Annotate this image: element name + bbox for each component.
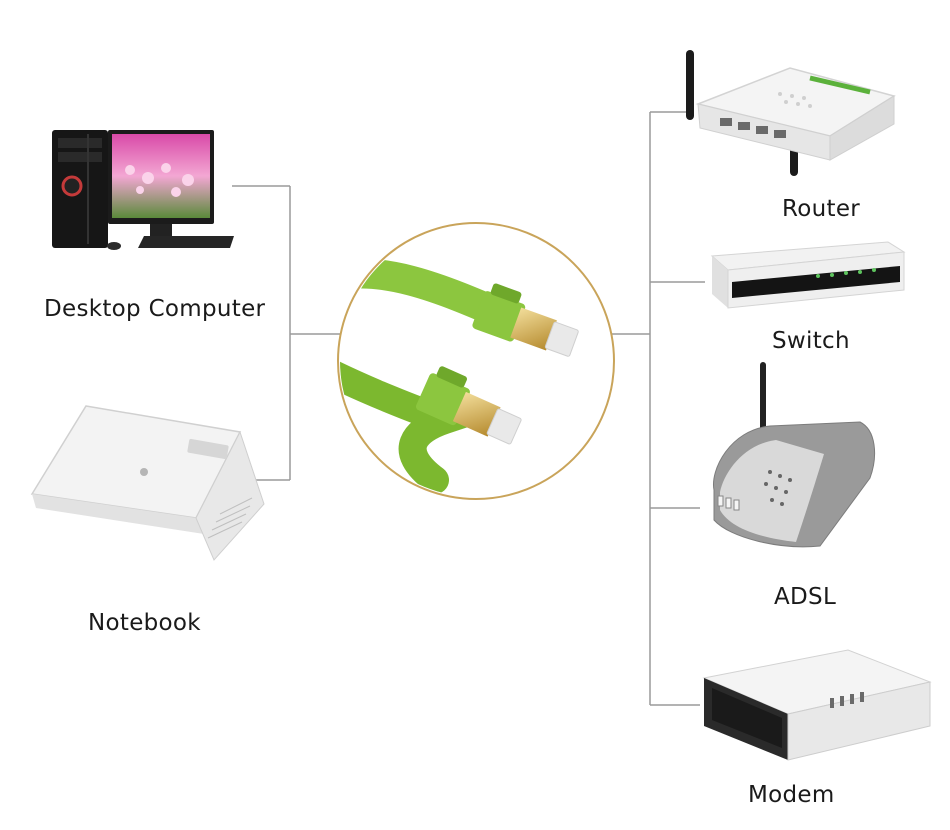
modem-label: Modem bbox=[748, 782, 835, 808]
adsl-modem-icon bbox=[713, 362, 876, 548]
desktop-computer-label: Desktop Computer bbox=[44, 296, 266, 322]
desktop-computer-icon bbox=[52, 130, 234, 250]
switch-icon bbox=[710, 241, 906, 309]
router-icon bbox=[686, 50, 896, 176]
notebook-label: Notebook bbox=[88, 610, 201, 636]
modem-icon bbox=[702, 649, 932, 761]
router-label: Router bbox=[782, 196, 861, 222]
adsl-label: ADSL bbox=[774, 584, 837, 610]
notebook-laptop-icon bbox=[30, 405, 265, 561]
ethernet-cable-icon bbox=[337, 222, 615, 500]
switch-label: Switch bbox=[772, 328, 850, 354]
